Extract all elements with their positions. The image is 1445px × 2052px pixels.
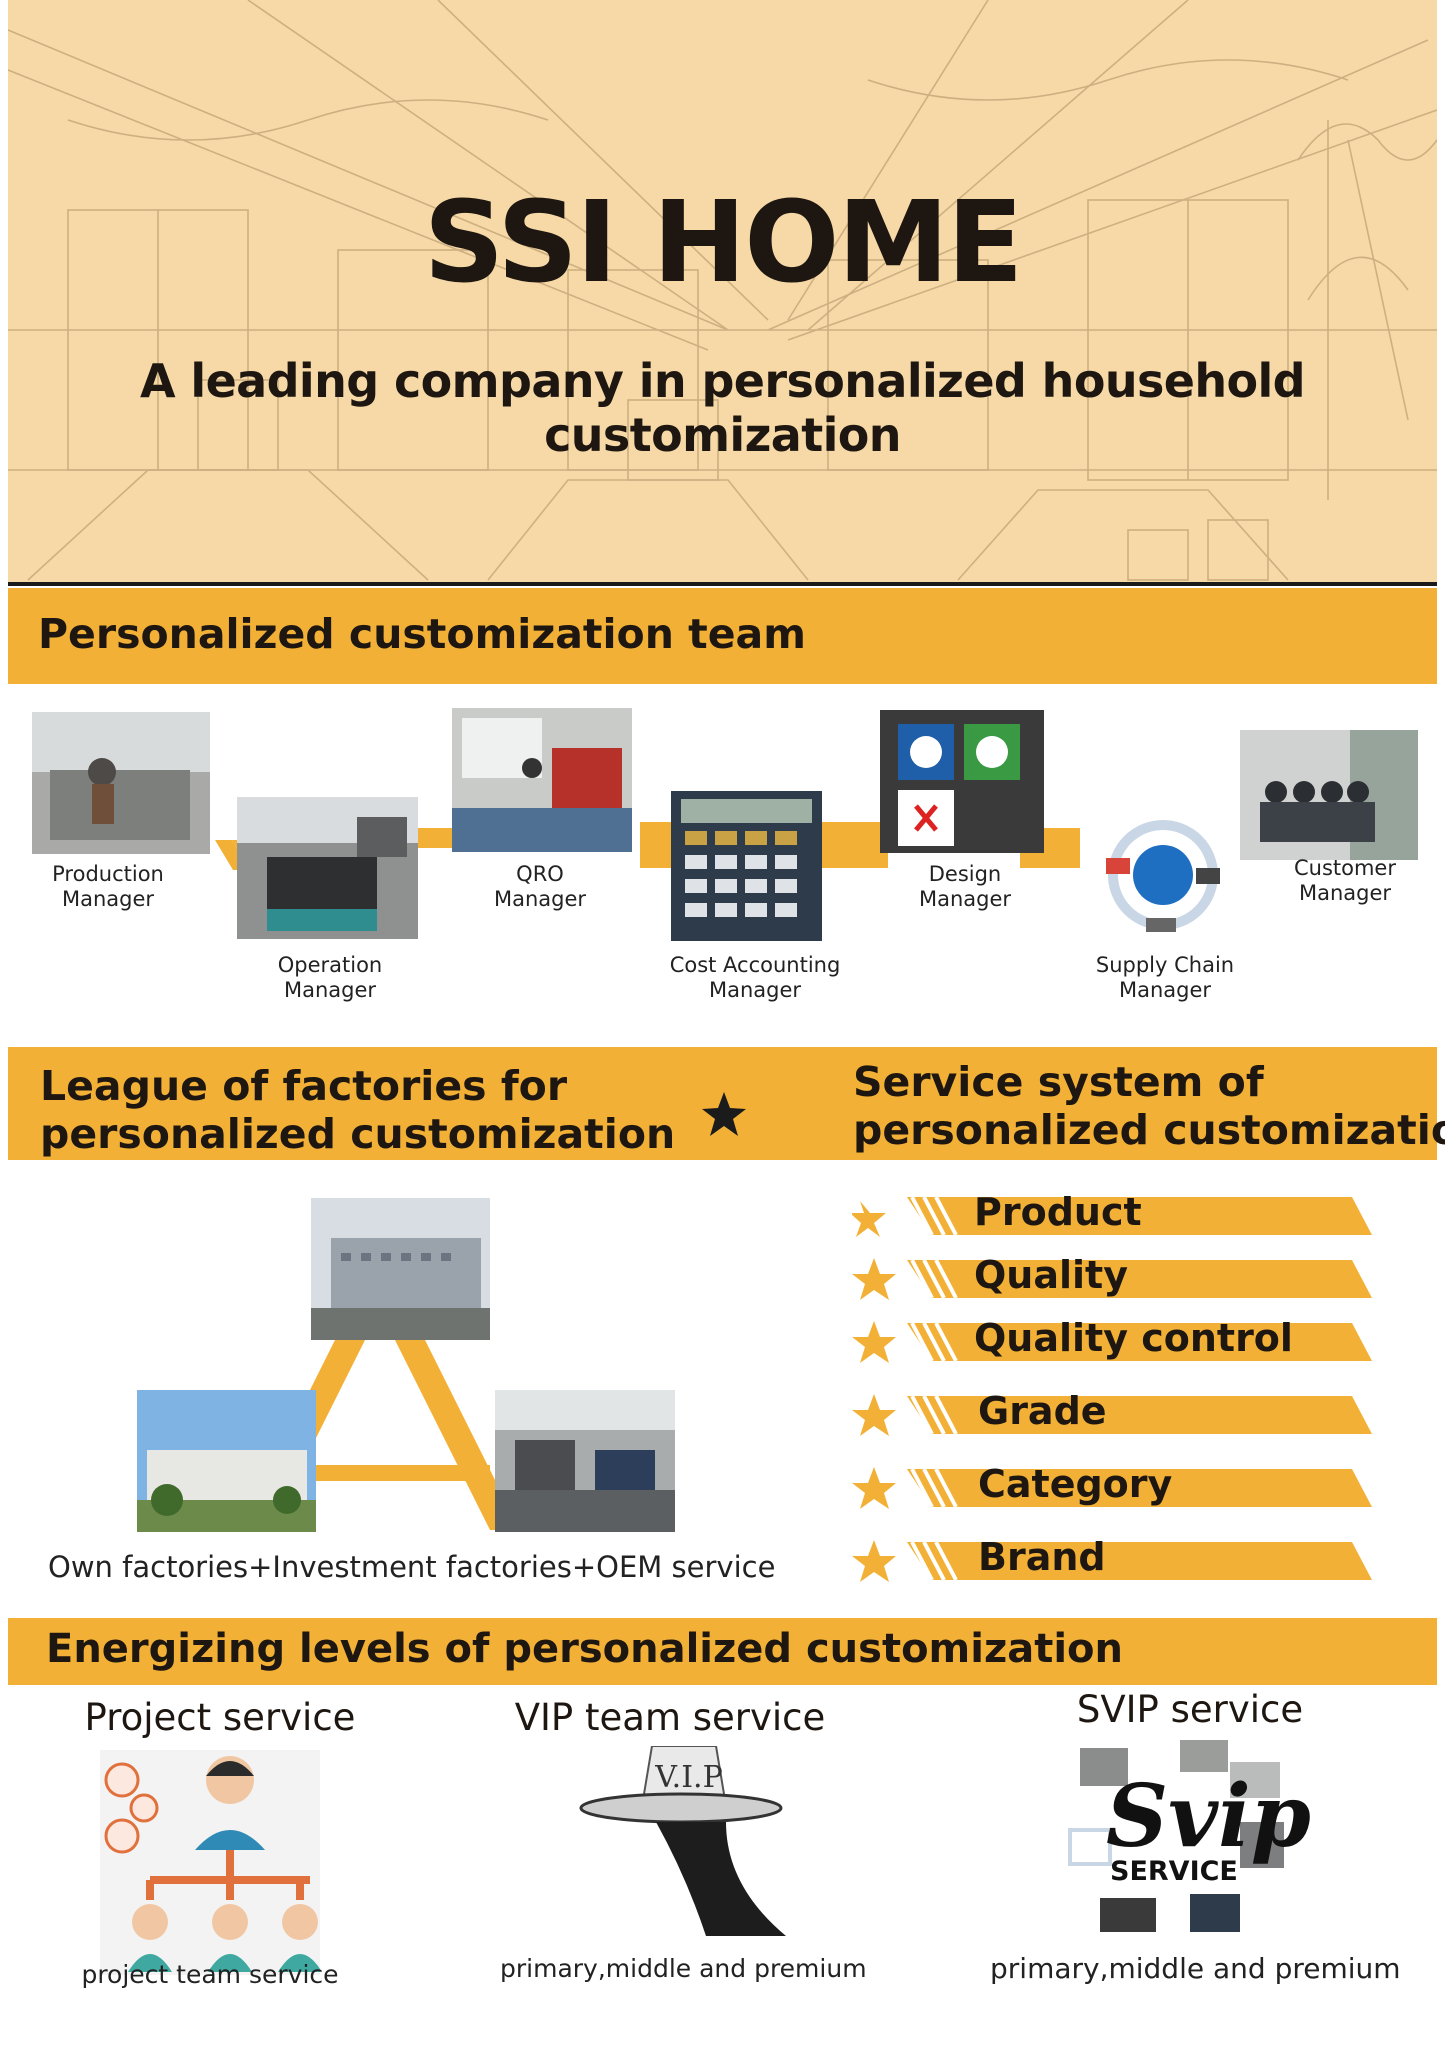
level-title-vip: VIP team service bbox=[514, 1696, 826, 1739]
divider bbox=[8, 582, 1437, 586]
level-caption-vip: primary,middle and premium bbox=[500, 1954, 867, 1983]
factory-photo-workshop bbox=[495, 1390, 675, 1532]
vip-tray-illustration: V.I.P bbox=[576, 1746, 786, 1936]
factories-caption: Own factories+Investment factories+OEM s… bbox=[48, 1550, 776, 1584]
customer-manager-photo bbox=[1240, 730, 1418, 860]
service-item-category: Category bbox=[852, 1462, 1372, 1511]
service-item-product: Product bbox=[852, 1190, 1372, 1239]
hero-banner: SSI HOME A leading company in personaliz… bbox=[8, 0, 1437, 582]
sketch-background-illustration bbox=[8, 0, 1437, 581]
production-manager-photo bbox=[32, 712, 210, 854]
factory-photo-headquarters bbox=[311, 1198, 490, 1340]
section-heading-team: Personalized customization team bbox=[38, 610, 806, 658]
supply-chain-manager-photo bbox=[1086, 808, 1240, 942]
level-title-svip: SVIP service bbox=[1076, 1688, 1304, 1731]
service-item-ribbon bbox=[852, 1321, 1372, 1363]
service-item-grade: Grade bbox=[852, 1389, 1372, 1438]
operation-manager-photo bbox=[237, 797, 418, 939]
qro-manager-photo bbox=[452, 708, 632, 852]
vip-card-text: V.I.P bbox=[655, 1760, 723, 1795]
level-caption-svip: primary,middle and premium bbox=[990, 1952, 1401, 1985]
service-item-ribbon bbox=[852, 1467, 1372, 1509]
service-item-brand: Brand bbox=[852, 1535, 1372, 1584]
service-item-quality-control: Quality control bbox=[852, 1316, 1372, 1365]
svip-collage-photos bbox=[1068, 1740, 1284, 1932]
factory-photo-campus bbox=[137, 1390, 316, 1532]
svip-logo-text: Svip bbox=[1106, 1766, 1311, 1867]
page-title: SSI HOME bbox=[423, 178, 1024, 308]
design-manager-photo bbox=[880, 710, 1044, 853]
level-title-project: Project service bbox=[84, 1696, 356, 1739]
level-caption-project: project team service bbox=[81, 1960, 339, 1989]
svip-collage: Svip SERVICE bbox=[1060, 1738, 1311, 1948]
service-item-quality: Quality bbox=[852, 1253, 1372, 1302]
page-subtitle: A leading company in personalized househ… bbox=[139, 354, 1306, 462]
section-band-levels bbox=[8, 1618, 1437, 1685]
service-item-ribbon bbox=[852, 1258, 1372, 1300]
star-icon bbox=[702, 1092, 746, 1136]
section-band-team bbox=[8, 588, 1437, 684]
service-item-ribbon bbox=[852, 1196, 1372, 1237]
svip-logo-subtext: SERVICE bbox=[1110, 1856, 1238, 1887]
project-team-org-icon bbox=[100, 1750, 320, 1975]
service-item-ribbon bbox=[852, 1394, 1372, 1436]
vip-tray-icon bbox=[579, 1746, 786, 1936]
cost-accounting-manager-photo bbox=[671, 791, 822, 941]
section-heading-levels: Energizing levels of personalized custom… bbox=[46, 1626, 1124, 1672]
service-item-ribbon bbox=[852, 1540, 1372, 1582]
